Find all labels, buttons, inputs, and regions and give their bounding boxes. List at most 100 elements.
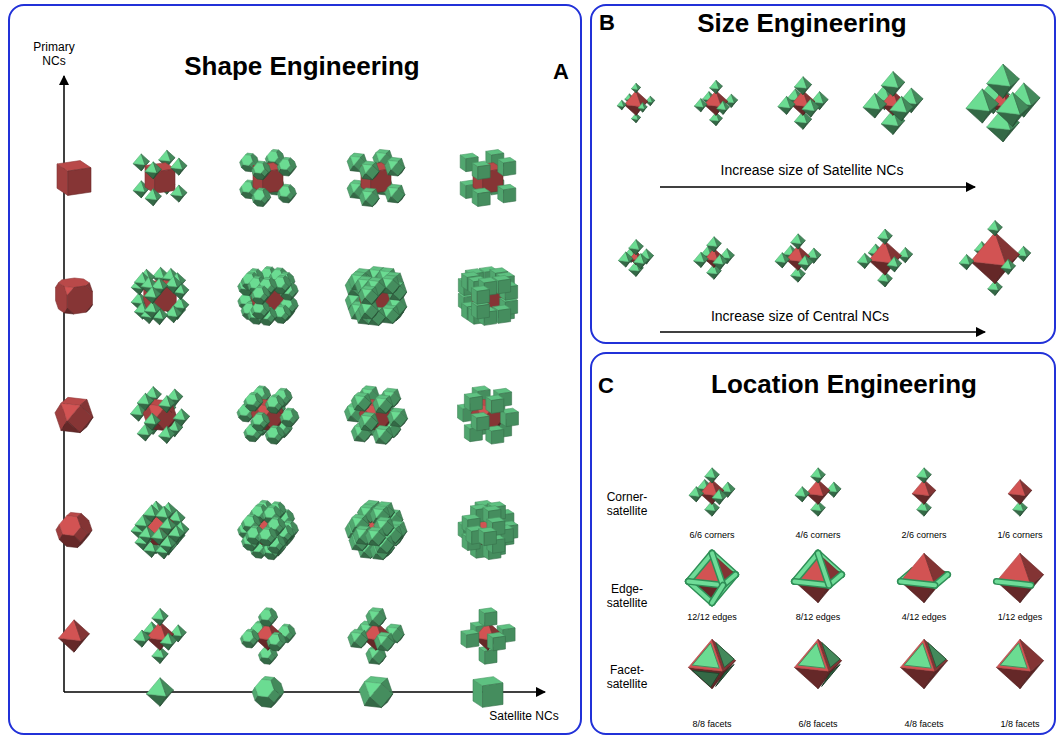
crystal-face (61, 403, 80, 421)
crystal-face (371, 413, 378, 422)
crystal-face (805, 255, 812, 265)
crystal-face (388, 160, 398, 169)
crystal-face (731, 94, 737, 103)
crystal-face (893, 71, 905, 87)
crystal-face (253, 200, 264, 207)
crystal-face (1024, 83, 1040, 105)
crystal-face (398, 168, 405, 176)
crystal-face (277, 435, 285, 444)
crystal-face (362, 298, 372, 304)
crystal-face (911, 88, 923, 104)
crystal-face (387, 518, 394, 527)
crystal-face (289, 185, 297, 196)
crystal-face (243, 544, 254, 551)
crystal-face (401, 409, 408, 418)
crystal-face (400, 307, 407, 315)
crystal-face (246, 404, 257, 411)
crystal-face (263, 197, 271, 206)
crystal-face (361, 552, 371, 558)
crystal-face (362, 515, 369, 524)
crystal-face (372, 387, 379, 396)
crystal-face (153, 189, 161, 200)
crystal-face (279, 169, 290, 176)
crystal-face (398, 195, 405, 203)
crystal-face (492, 429, 504, 444)
crystal-face (506, 412, 518, 427)
crystal-face (379, 308, 386, 317)
crystal-face (86, 305, 92, 313)
crystal-face (394, 429, 401, 437)
crystal-face (269, 307, 277, 318)
crystal-face (160, 308, 168, 319)
crystal-face (177, 510, 185, 521)
crystal-face (255, 433, 263, 442)
crystal-face (278, 544, 286, 553)
crystal-face (361, 425, 371, 431)
crystal-face (379, 317, 386, 325)
crystal-face (253, 173, 264, 180)
crystal-face (369, 658, 379, 664)
crystal-face (798, 234, 805, 244)
crystal-face (277, 395, 285, 406)
crystal-face (865, 253, 872, 263)
crystal-face (396, 535, 403, 543)
crystal-face (77, 514, 92, 534)
crystal-face (390, 294, 400, 300)
crystal-face (394, 399, 401, 407)
crystal-face (179, 185, 187, 196)
crystal-face (263, 189, 271, 200)
crystal-face (350, 166, 360, 172)
crystal-face (376, 438, 386, 444)
crystal-face (351, 632, 361, 641)
crystal-face (351, 642, 361, 648)
crystal-face (283, 285, 291, 294)
crystal-face (372, 311, 379, 319)
crystal-face (262, 310, 270, 319)
crystal-face (387, 527, 394, 535)
crystal-face (160, 678, 174, 696)
crystal-face (252, 551, 263, 558)
crystal-face (373, 509, 383, 518)
crystal-face (967, 254, 974, 264)
crystal-face (483, 683, 503, 707)
crystal-face (485, 650, 497, 665)
crystal-face (290, 282, 298, 293)
crystal-face (379, 609, 386, 618)
crystal-face (354, 396, 364, 405)
crystal-face (388, 633, 395, 642)
crystal-face (270, 608, 278, 619)
crystal-face (362, 289, 372, 298)
crystal-face (362, 304, 372, 313)
crystal-face (995, 221, 1002, 231)
crystal-face (269, 287, 277, 296)
crystal-face (284, 428, 292, 437)
crystal-face (356, 538, 366, 544)
crystal-face (59, 516, 80, 536)
crystal-face (386, 427, 393, 436)
crystal-face (352, 517, 362, 526)
crystal-face (372, 296, 379, 304)
crystal-face (270, 655, 278, 664)
crystal-face (386, 405, 393, 413)
crystal-face (277, 404, 285, 413)
crystal-face (372, 189, 379, 198)
crystal-face (260, 657, 271, 664)
crystal-face (388, 503, 395, 512)
crystal-face (68, 168, 91, 196)
crystal-face (365, 394, 372, 403)
crystal-face (179, 158, 187, 169)
nanocrystal-models (55, 64, 1044, 707)
crystal-face (820, 92, 829, 104)
crystal-face (902, 96, 914, 112)
crystal-face (373, 553, 383, 559)
crystal-face (255, 679, 274, 697)
crystal-face (164, 506, 172, 517)
crystal-face (260, 619, 271, 626)
crystal-face (175, 389, 183, 400)
crystal-face (80, 417, 93, 432)
crystal-face (160, 608, 168, 619)
crystal-face (716, 80, 722, 89)
crystal-face (263, 162, 271, 173)
crystal-face (289, 167, 297, 176)
crystal-face (492, 399, 504, 414)
